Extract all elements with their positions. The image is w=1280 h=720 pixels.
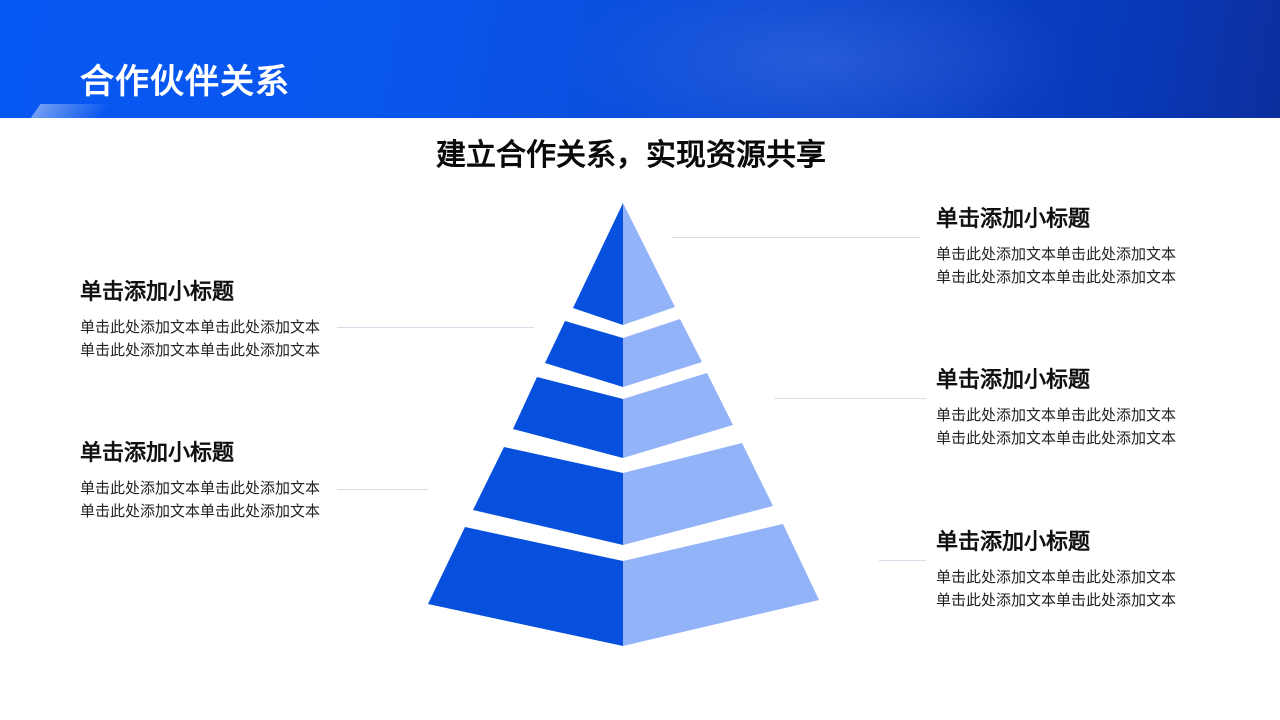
subtitle[interactable]: 单击添加小标题 bbox=[80, 280, 235, 305]
body-text[interactable]: 单击此处添加文本单击此处添加文本单击此处添加文本单击此处添加文本 bbox=[936, 245, 1177, 286]
text-block-right-3: 单击添加小标题 单击此处添加文本单击此处添加文本单击此处添加文本单击此处添加文本 bbox=[936, 528, 1186, 612]
body-text[interactable]: 单击此处添加文本单击此处添加文本单击此处添加文本单击此处添加文本 bbox=[80, 318, 321, 359]
subtitle[interactable]: 单击添加小标题 bbox=[80, 441, 235, 466]
subtitle[interactable]: 单击添加小标题 bbox=[936, 530, 1091, 555]
connector-line-right-1 bbox=[672, 237, 920, 238]
pyramid-tier-1[interactable] bbox=[573, 203, 675, 325]
pyramid-tier-2[interactable] bbox=[545, 319, 702, 387]
connector-line-right-2 bbox=[774, 398, 926, 399]
text-block-left-2: 单击添加小标题 单击此处添加文本单击此处添加文本单击此处添加文本单击此处添加文本 bbox=[80, 439, 330, 523]
main-heading: 建立合作关系，实现资源共享 bbox=[436, 138, 826, 173]
subtitle[interactable]: 单击添加小标题 bbox=[936, 207, 1091, 232]
connector-line-right-3 bbox=[879, 560, 926, 561]
header-banner: 合作伙伴关系 bbox=[0, 0, 1280, 118]
body-text[interactable]: 单击此处添加文本单击此处添加文本单击此处添加文本单击此处添加文本 bbox=[80, 479, 321, 520]
body-text[interactable]: 单击此处添加文本单击此处添加文本单击此处添加文本单击此处添加文本 bbox=[936, 406, 1177, 447]
subtitle[interactable]: 单击添加小标题 bbox=[936, 368, 1091, 393]
page-title: 合作伙伴关系 bbox=[80, 62, 290, 102]
pyramid-tier-3[interactable] bbox=[513, 373, 733, 458]
text-block-left-1: 单击添加小标题 单击此处添加文本单击此处添加文本单击此处添加文本单击此处添加文本 bbox=[80, 278, 330, 362]
body-text[interactable]: 单击此处添加文本单击此处添加文本单击此处添加文本单击此处添加文本 bbox=[936, 568, 1177, 609]
text-block-right-1: 单击添加小标题 单击此处添加文本单击此处添加文本单击此处添加文本单击此处添加文本 bbox=[936, 205, 1186, 289]
connector-line-left-1 bbox=[337, 327, 534, 328]
pyramid-tier-4[interactable] bbox=[473, 443, 773, 545]
pyramid-tier-5[interactable] bbox=[428, 524, 819, 646]
text-block-right-2: 单击添加小标题 单击此处添加文本单击此处添加文本单击此处添加文本单击此处添加文本 bbox=[936, 366, 1186, 450]
connector-line-left-2 bbox=[337, 489, 428, 490]
